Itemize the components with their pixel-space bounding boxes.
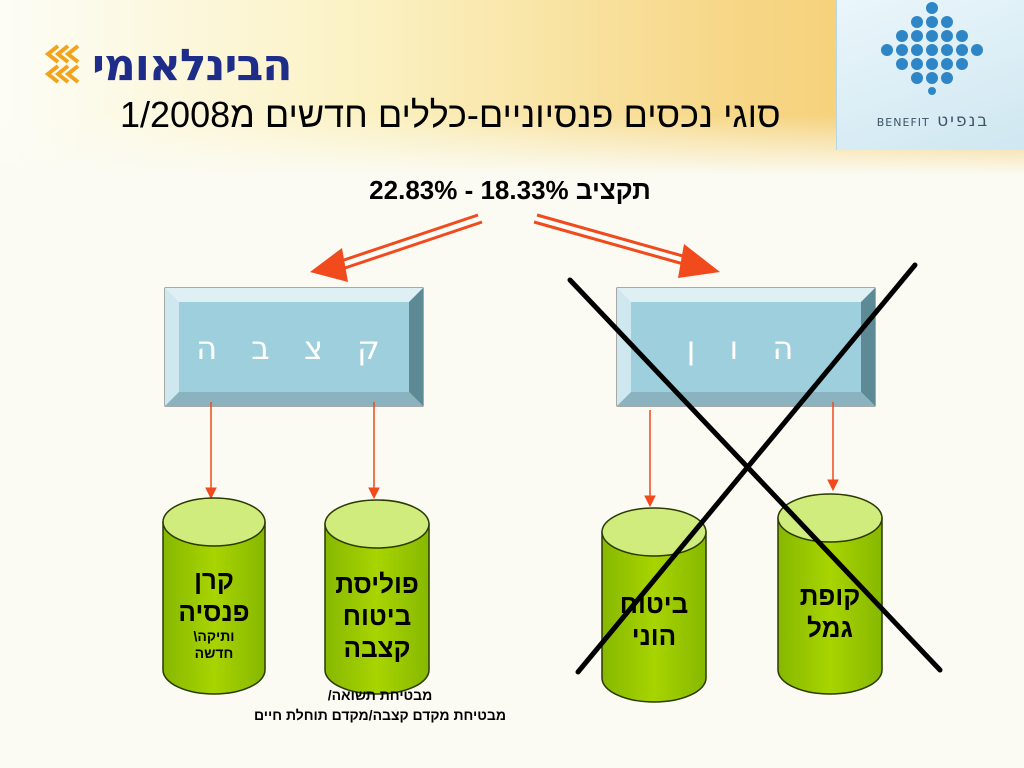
arrow-capital-insurance (644, 410, 656, 508)
pension-fund-line3: ותיקה\ (193, 628, 235, 644)
insurance-policy-line2: ביטוח (342, 601, 412, 631)
capital-box (616, 287, 876, 407)
arrow-to-annuity (310, 213, 483, 282)
cross-out-mark (567, 262, 943, 675)
annuity-box-label: ק צ ב ה (196, 329, 392, 367)
insurance-policy-line3: קצבה (343, 633, 411, 663)
capital-insurance-label: ביטוח הוני (600, 588, 708, 652)
benefit-logo: BENEFIT בנפיט (836, 0, 1024, 150)
arrow-annuity-pension (205, 402, 217, 500)
cylinder-capital-insurance (601, 507, 707, 703)
rate-label: תקציב 18.33% - 22.83% (369, 175, 651, 205)
cylinder-insurance-policy (324, 499, 430, 695)
benefit-english: BENEFIT (876, 116, 930, 129)
pension-fund-line4: חדשה (194, 645, 234, 661)
arrow-to-capital (533, 213, 720, 278)
capital-insurance-line1: ביטוח (619, 589, 689, 619)
capital-insurance-line2: הוני (631, 621, 677, 651)
cylinder-pension-fund (162, 497, 266, 695)
bank-logo: הבינלאומי (44, 38, 344, 94)
slide-title: סוגי נכסים פנסיוניים-כללים חדשים מ1/2008 (120, 94, 781, 135)
guarantee-note-line2: מבטיחת מקדם קצבה/מקדם תוחלת חיים (254, 707, 506, 723)
insurance-policy-label: פוליסת ביטוח קצבה (318, 568, 436, 664)
logo-text: הבינלאומי (92, 40, 293, 91)
pension-fund-line1: קרן (194, 565, 234, 595)
provident-fund-line1: קופת (799, 581, 861, 611)
benefit-wordmark: BENEFIT בנפיט (845, 104, 1021, 138)
provident-fund-label: קופת גמל (776, 580, 884, 644)
capital-box-label: ה ו ן (686, 329, 806, 367)
benefit-dots-icon (881, 2, 983, 95)
insurance-policy-line1: פוליסת (335, 569, 419, 599)
guarantee-note-line1: מבטיחת תשואה/ (327, 687, 433, 703)
logo-chevrons-icon (44, 44, 80, 84)
annuity-box (164, 287, 424, 407)
arrow-capital-provident (827, 402, 839, 492)
provident-fund-line2: גמל (807, 613, 853, 643)
benefit-hebrew: בנפיט (937, 111, 990, 131)
pension-fund-label: קרן פנסיה ותיקה\ חדשה (160, 564, 268, 662)
arrow-annuity-policy (368, 402, 380, 500)
pension-fund-line2: פנסיה (178, 597, 250, 627)
